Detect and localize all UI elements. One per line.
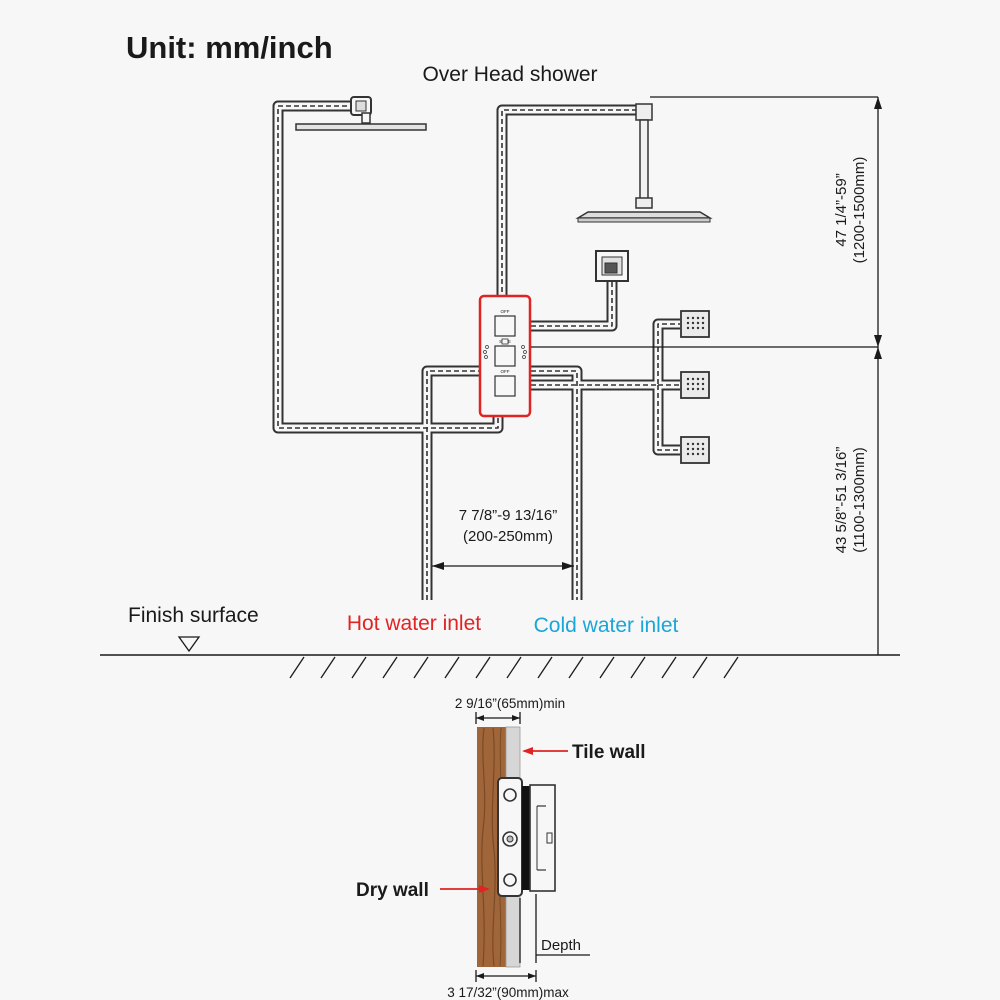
lower-height-dim-mm: (1100-1300mm) xyxy=(851,447,868,553)
valve-top-label: OFF xyxy=(501,309,510,314)
floor-hatch-mark xyxy=(320,656,336,679)
handheld-bracket-icon xyxy=(595,250,629,282)
tile-wall-callout xyxy=(522,747,568,755)
floor-hatch-mark xyxy=(444,656,460,679)
overhead-shower-label: Over Head shower xyxy=(422,63,597,86)
floor-hatch-mark xyxy=(692,656,708,679)
dry-wall-callout xyxy=(440,885,490,893)
valve-bottom-label: OFF xyxy=(501,369,510,374)
floor-hatch-mark xyxy=(599,656,615,679)
floor-hatch-mark xyxy=(568,656,584,679)
floor-hatch-mark xyxy=(351,656,367,679)
lower-height-dim-inch: 43 5/8”-51 3/16” xyxy=(833,447,850,554)
depth-label: Depth xyxy=(541,937,581,954)
floor-hatch-mark xyxy=(723,656,739,679)
rain-shower-head-icon xyxy=(295,96,427,131)
floor-hatch-mark xyxy=(382,656,398,679)
hot-water-inlet-label: Hot water inlet xyxy=(347,612,481,635)
cold-water-inlet-label: Cold water inlet xyxy=(534,614,679,637)
floor-line xyxy=(100,654,900,679)
unit-title: Unit: mm/inch xyxy=(126,30,333,65)
dry-wall-label: Dry wall xyxy=(356,880,429,901)
floor-hatch-mark xyxy=(475,656,491,679)
inlet-spacing-dim-inch: 7 7/8”-9 13/16” xyxy=(459,507,557,524)
upper-height-dim-mm: (1200-1500mm) xyxy=(851,157,868,264)
thermostatic-valve-icon: OFF SAFE OFF xyxy=(478,294,532,418)
upper-height-dim-inch: 47 1/4”-59” xyxy=(833,173,850,246)
finish-surface-label: Finish surface xyxy=(128,604,259,627)
floor-hatch-mark xyxy=(661,656,677,679)
finish-surface-marker-icon xyxy=(177,636,201,653)
inlet-spacing-dim-mm: (200-250mm) xyxy=(463,528,553,545)
pipe-network xyxy=(272,100,680,600)
floor-hatch-mark xyxy=(537,656,553,679)
floor-hatch-mark xyxy=(289,656,305,679)
vertical-dimension-line xyxy=(874,97,882,655)
tile-wall-label: Tile wall xyxy=(572,742,646,763)
floor-hatch-mark xyxy=(506,656,522,679)
wall-min-thickness-label: 2 9/16”(65mm)min xyxy=(455,696,565,711)
wall-cross-section xyxy=(475,712,590,982)
floor-hatch-mark xyxy=(630,656,646,679)
body-jet-icon xyxy=(680,310,710,464)
floor-hatch-mark xyxy=(413,656,429,679)
wall-max-thickness-label: 3 17/32”(90mm)max xyxy=(447,985,569,1000)
valve-trim-plate-icon xyxy=(522,786,530,890)
ceiling-shower-head-icon xyxy=(575,103,713,223)
inlet-spacing-dimension-line xyxy=(432,562,574,570)
